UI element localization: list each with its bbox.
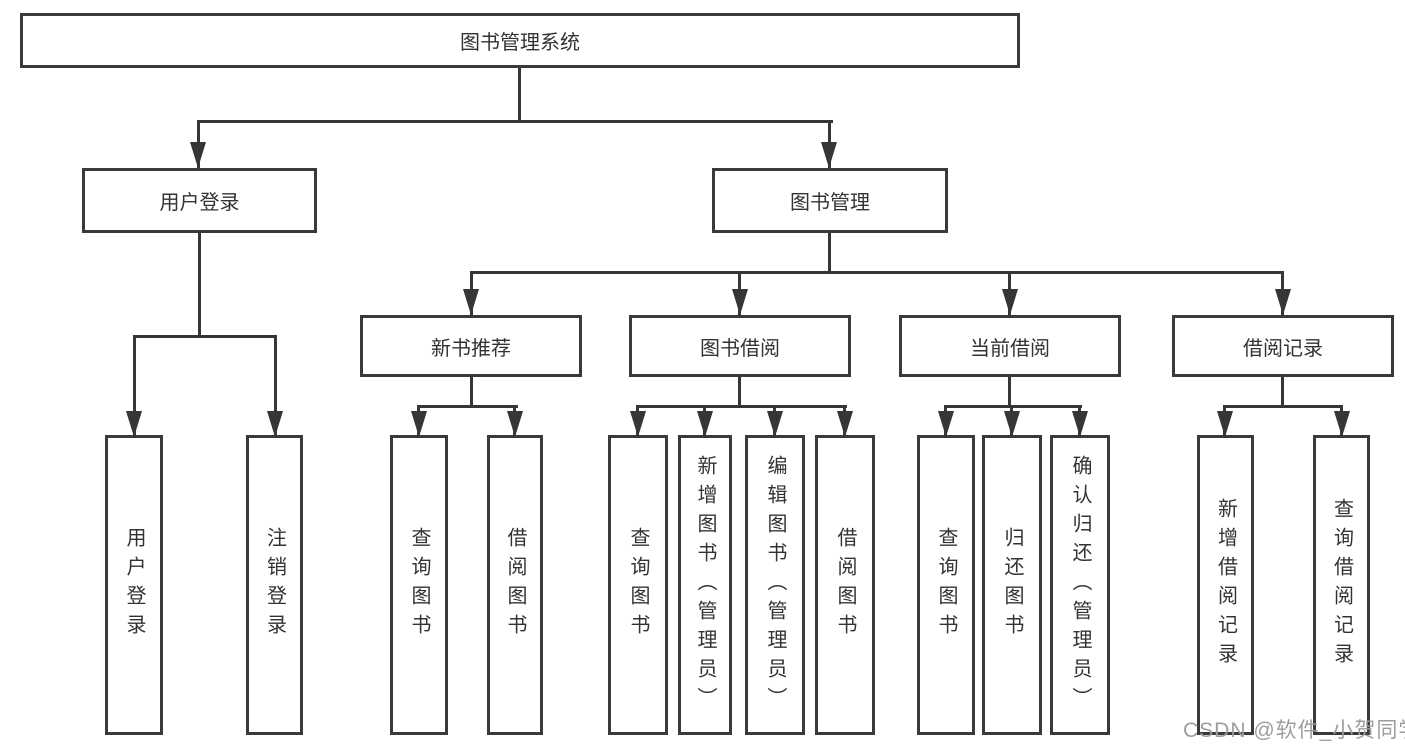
arrowhead-down-icon (1002, 289, 1018, 315)
leaf-query-books-borrow: 查询图书 (608, 435, 668, 735)
arrowhead-down-icon (630, 411, 646, 437)
arrowhead-down-icon (732, 289, 748, 315)
arrowhead-down-icon (1275, 289, 1291, 315)
connector-line (198, 233, 201, 338)
leaf-logout-login: 注销登录 (246, 435, 303, 735)
leaf-query-books-recommend: 查询图书 (390, 435, 448, 735)
arrowhead-down-icon (267, 411, 283, 437)
arrowhead-down-icon (837, 411, 853, 437)
arrowhead-down-icon (821, 142, 837, 168)
node-book-borrow: 图书借阅 (629, 315, 851, 377)
arrowhead-down-icon (938, 411, 954, 437)
node-user-login: 用户登录 (82, 168, 317, 233)
connector-line (828, 233, 831, 274)
connector-line (274, 335, 277, 437)
node-current-borrow: 当前借阅 (899, 315, 1121, 377)
connector-line (1008, 377, 1011, 408)
connector-line (738, 377, 741, 408)
connector-line (133, 335, 136, 437)
connector-bar (470, 271, 1284, 274)
node-library-system: 图书管理系统 (20, 13, 1020, 68)
connector-bar (636, 405, 847, 408)
connector-line (518, 68, 521, 123)
connector-bar (133, 335, 277, 338)
connector-bar (944, 405, 1082, 408)
node-book-management: 图书管理 (712, 168, 948, 233)
arrowhead-down-icon (1072, 411, 1088, 437)
arrowhead-down-icon (463, 289, 479, 315)
arrowhead-down-icon (1004, 411, 1020, 437)
leaf-add-books-admin: 新增图书（管理员） (678, 435, 732, 735)
leaf-borrow-books: 借阅图书 (815, 435, 875, 735)
leaf-confirm-return-admin: 确认归还（管理员） (1050, 435, 1110, 735)
leaf-add-borrow-record: 新增借阅记录 (1197, 435, 1254, 735)
arrowhead-down-icon (767, 411, 783, 437)
connector-bar (197, 120, 833, 123)
node-new-book-recommend: 新书推荐 (360, 315, 582, 377)
watermark-text: CSDN @软件_小贺同学 (1183, 719, 1405, 742)
leaf-query-borrow-record: 查询借阅记录 (1313, 435, 1370, 735)
connector-line (470, 377, 473, 408)
arrowhead-down-icon (507, 411, 523, 437)
leaf-user-login: 用户登录 (105, 435, 163, 735)
arrowhead-down-icon (697, 411, 713, 437)
arrowhead-down-icon (1334, 411, 1350, 437)
node-borrow-records: 借阅记录 (1172, 315, 1394, 377)
leaf-query-books-current: 查询图书 (917, 435, 975, 735)
leaf-borrow-books-recommend: 借阅图书 (487, 435, 543, 735)
leaf-return-books: 归还图书 (982, 435, 1042, 735)
arrowhead-down-icon (411, 411, 427, 437)
arrowhead-down-icon (126, 411, 142, 437)
arrowhead-down-icon (190, 142, 206, 168)
leaf-edit-books-admin: 编辑图书（管理员） (745, 435, 805, 735)
arrowhead-down-icon (1217, 411, 1233, 437)
connector-line (1281, 377, 1284, 408)
connector-bar (418, 405, 518, 408)
connector-bar (1224, 405, 1343, 408)
